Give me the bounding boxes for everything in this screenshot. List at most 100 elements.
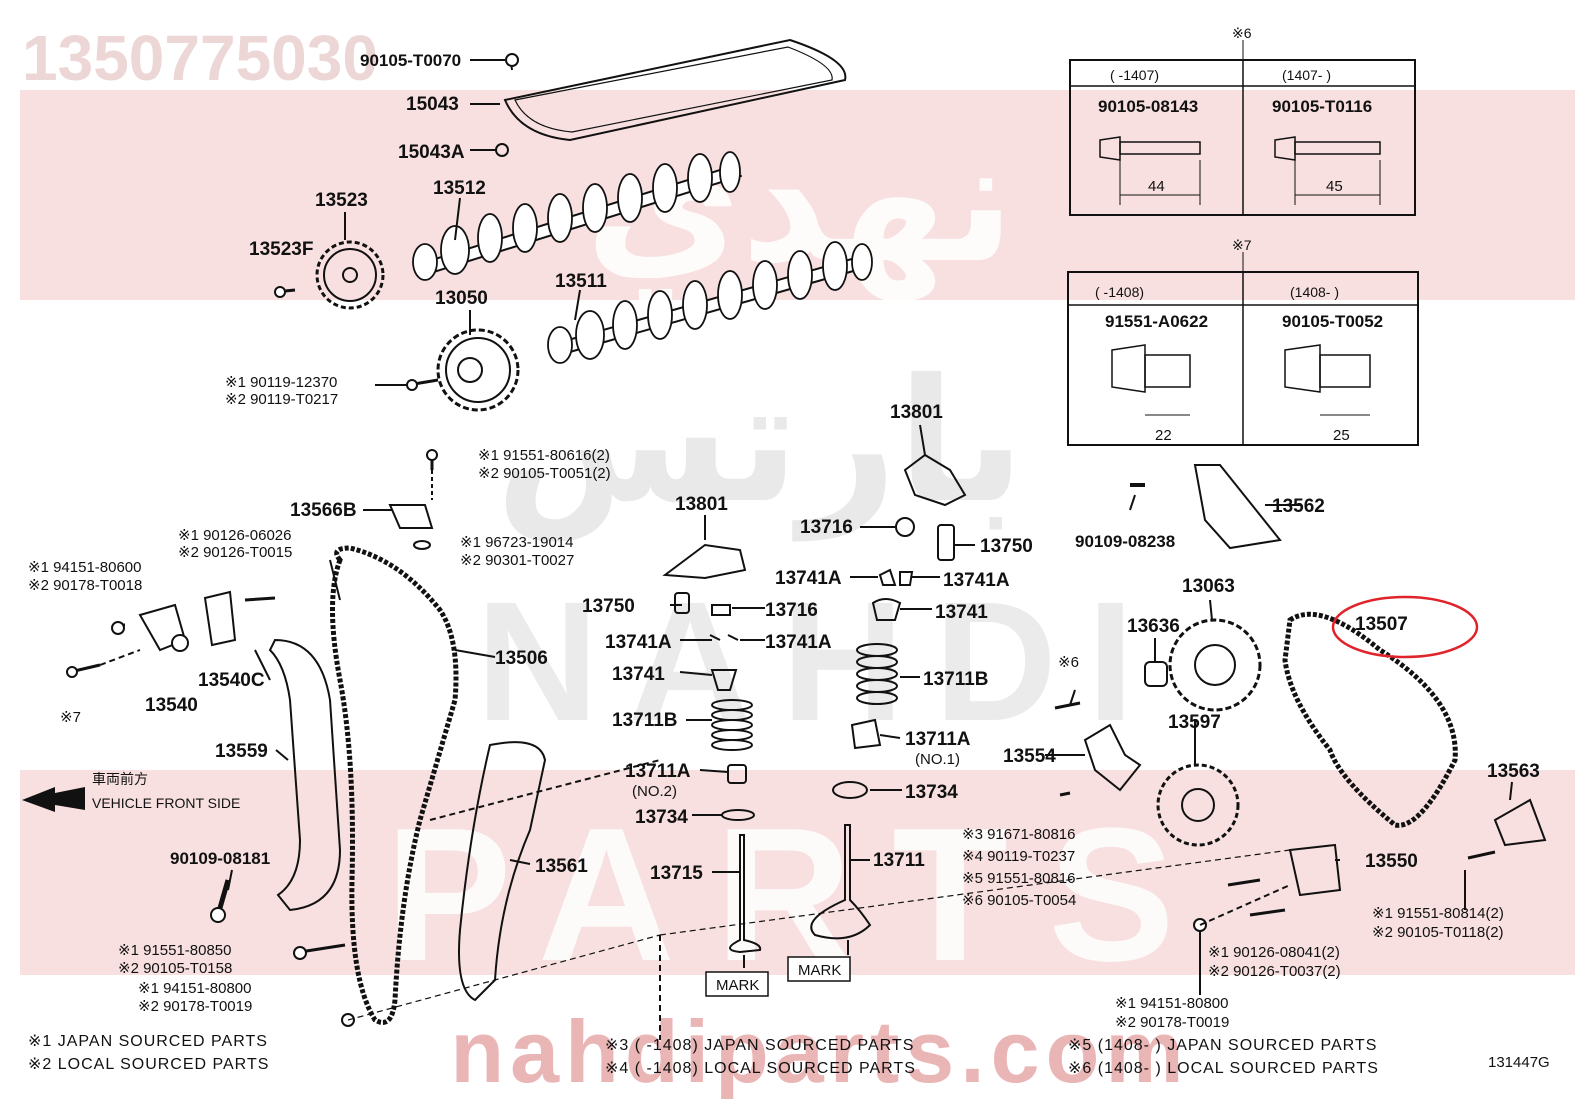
label-90105-T0054: ※6 90105-T0054 <box>962 892 1076 909</box>
table7-col2-range: (1408- ) <box>1290 284 1339 300</box>
label-13715: 13715 <box>650 863 703 884</box>
watermark: نهدي بارتس NAHDI PARTS nahdiparts.com 13… <box>20 22 1575 1099</box>
label-13801-left: 13801 <box>675 494 728 515</box>
label-13511: 13511 <box>555 271 607 292</box>
label-13563: 13563 <box>1487 761 1540 782</box>
label-94151-80800-right: ※1 94151-80800 <box>1115 995 1229 1012</box>
rocker-arm-13801-left <box>662 543 747 580</box>
label-13741A-right-2: 13741A <box>943 570 1010 591</box>
bolt-table-7 <box>1067 252 1419 446</box>
label-13523F: 13523F <box>249 239 313 260</box>
table7-marker: ※7 <box>1232 237 1252 253</box>
watermark-arabic-mid: بارتس <box>495 347 1025 542</box>
label-90105-T0051: ※2 90105-T0051(2) <box>478 465 611 482</box>
label-13566B: 13566B <box>290 500 357 521</box>
table6-marker: ※6 <box>1232 25 1252 41</box>
valve-13715 <box>729 834 762 954</box>
direction-jp: 車両前方 <box>92 771 148 787</box>
label-90178-T0019-right: ※2 90178-T0019 <box>1115 1014 1229 1031</box>
label-90109-08181: 90109-08181 <box>170 849 270 868</box>
label-13506: 13506 <box>495 648 548 669</box>
label-90178-T0018: ※2 90178-T0018 <box>28 577 142 594</box>
gear-13597 <box>1156 763 1240 847</box>
gasket-13540C <box>203 590 237 647</box>
label-13063: 13063 <box>1182 576 1235 597</box>
footnote-1: ※1 JAPAN SOURCED PARTS <box>28 1033 268 1050</box>
label-13050: 13050 <box>435 288 488 309</box>
label-90105-T0158: ※2 90105-T0158 <box>118 960 232 977</box>
gasket-inner <box>514 46 833 133</box>
label-13716-right: 13716 <box>800 517 853 538</box>
valve-13711 <box>810 824 872 940</box>
valve-spring-left <box>711 699 753 751</box>
watermark-latin-low: PARTS <box>385 789 1215 1001</box>
label-13741-right: 13741 <box>935 602 988 623</box>
label-91551-80616: ※1 91551-80616(2) <box>478 447 610 464</box>
label-13711A-right: 13711A <box>905 729 971 750</box>
label-90119-12370: ※1 90119-12370 <box>225 374 337 391</box>
gasket-outline <box>503 38 847 142</box>
watermark-url: nahdiparts.com <box>450 1002 1189 1099</box>
label-90126-06026: ※1 90126-06026 <box>178 527 292 544</box>
sprocket-13523 <box>315 240 385 310</box>
chain-guide-13559 <box>268 638 342 912</box>
label-91551-80850: ※1 91551-80850 <box>118 942 232 959</box>
label-13561: 13561 <box>535 856 588 877</box>
label-13741A-right-1: 13741A <box>775 568 842 589</box>
chain-guide-13561 <box>458 741 547 1002</box>
label-13540: 13540 <box>145 695 198 716</box>
camshaft-13512 <box>412 151 743 281</box>
vvt-gear-13050 <box>436 328 520 412</box>
label-mark-right: MARK <box>798 962 841 979</box>
label-90178-T0019: ※2 90178-T0019 <box>138 998 252 1015</box>
label-13741A-left-2: 13741A <box>765 632 832 653</box>
label-91671-80816: ※3 91671-80816 <box>962 826 1076 843</box>
label-13711A-left: 13711A <box>625 761 691 782</box>
label-13716-left: 13716 <box>765 600 818 621</box>
label-note7: ※7 <box>60 709 81 726</box>
label-90105-T0070: 90105-T0070 <box>360 51 461 70</box>
direction-arrow-icon <box>22 787 85 812</box>
damper-13563 <box>1493 798 1547 847</box>
label-90119-T0237: ※4 90119-T0237 <box>962 848 1075 865</box>
label-note6-callout: ※6 <box>1058 654 1079 671</box>
label-13559: 13559 <box>215 741 268 762</box>
table6-col2-range: (1407- ) <box>1282 67 1331 83</box>
tensioner-13554 <box>1083 723 1142 792</box>
label-13801-right: 13801 <box>890 402 943 423</box>
label-13750-left: 13750 <box>582 596 635 617</box>
footnote-3: ※3 ( -1408) JAPAN SOURCED PARTS <box>605 1037 914 1054</box>
label-13523: 13523 <box>315 190 368 211</box>
label-13734-right: 13734 <box>905 782 958 803</box>
label-mark-left: MARK <box>716 977 759 994</box>
label-94151-80800: ※1 94151-80800 <box>138 980 252 997</box>
highlight-ellipse <box>1331 595 1479 659</box>
label-96723-19014: ※1 96723-19014 <box>460 534 574 551</box>
label-90301-T0027: ※2 90301-T0027 <box>460 552 574 569</box>
label-90109-08238: 90109-08238 <box>1075 532 1175 551</box>
gear-13063 <box>1168 618 1262 712</box>
table7-col1-part: 91551-A0622 <box>1105 312 1208 331</box>
footnote-5: ※5 (1408- ) JAPAN SOURCED PARTS <box>1068 1037 1377 1054</box>
label-13711: 13711 <box>873 850 925 871</box>
label-91551-80816: ※5 91551-80816 <box>962 870 1076 887</box>
table6-col1-range: ( -1407) <box>1110 67 1159 83</box>
label-15043: 15043 <box>406 94 459 115</box>
label-13636: 13636 <box>1127 616 1180 637</box>
valve-spring-right <box>856 643 898 705</box>
part-number-heading: 1350775030 <box>22 22 378 94</box>
label-13597: 13597 <box>1168 712 1221 733</box>
line-art <box>66 38 1547 1040</box>
label-13540C: 13540C <box>198 670 265 691</box>
table7-col2-len: 25 <box>1333 427 1350 444</box>
table6-col1-len: 44 <box>1148 178 1165 195</box>
table7-col2-part: 90105-T0052 <box>1282 312 1383 331</box>
label-90126-T0037: ※2 90126-T0037(2) <box>1208 963 1341 980</box>
table6-col1-part: 90105-08143 <box>1098 97 1198 116</box>
footnote-6: ※6 (1408- ) LOCAL SOURCED PARTS <box>1068 1060 1379 1077</box>
label-13711B-right: 13711B <box>923 669 989 690</box>
label-13550: 13550 <box>1365 851 1418 872</box>
label-no1: (NO.1) <box>915 751 960 768</box>
label-13711B-left: 13711B <box>612 710 678 731</box>
camshaft-13511 <box>547 241 873 364</box>
